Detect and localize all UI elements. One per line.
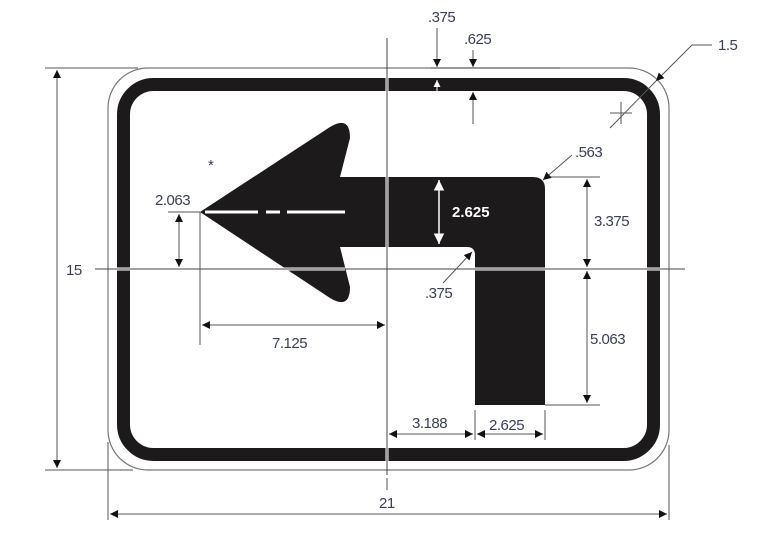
label-corner-radius: 1.5 bbox=[718, 37, 738, 54]
centerlines bbox=[95, 38, 685, 475]
left-turn-arrow-symbol bbox=[200, 122, 545, 405]
label-leg-offset: 3.188 bbox=[412, 415, 447, 432]
dimension-shaft-width: 2.625 bbox=[433, 180, 490, 244]
dimension-tip-to-center: 7.125 bbox=[202, 321, 385, 352]
dimension-height-15: 15 bbox=[53, 70, 82, 468]
label-lower-height: 5.063 bbox=[590, 331, 625, 348]
label-outer-bend-radius: .563 bbox=[575, 144, 602, 161]
dimension-corner-radius bbox=[609, 44, 712, 129]
label-shaft-width: 2.625 bbox=[452, 204, 490, 221]
label-inner-bend-radius: .375 bbox=[425, 285, 452, 302]
dimension-inner-bend-radius: .375 bbox=[425, 251, 473, 302]
dimension-width-21: 21 bbox=[110, 495, 667, 518]
label-border-width: .625 bbox=[464, 31, 491, 48]
label-tip-offset: 2.063 bbox=[155, 192, 190, 209]
dimension-leg-offset: 3.188 bbox=[389, 415, 473, 438]
label-width: 21 bbox=[379, 495, 395, 512]
dimension-lower-height: 5.063 bbox=[583, 271, 626, 403]
label-margin: .375 bbox=[428, 9, 455, 26]
label-leg-width: 2.625 bbox=[489, 417, 524, 434]
dimension-border bbox=[430, 28, 560, 124]
dimension-leg-width: 2.625 bbox=[477, 417, 543, 438]
label-upper-height: 3.375 bbox=[594, 213, 629, 230]
extension-lines bbox=[45, 67, 670, 520]
label-tip-to-center: 7.125 bbox=[272, 335, 307, 352]
label-height: 15 bbox=[66, 262, 82, 279]
dimension-upper-height: 3.375 bbox=[583, 179, 630, 267]
note-asterisk: * bbox=[208, 157, 214, 174]
dimension-outer-bend-radius: .563 bbox=[542, 144, 603, 181]
dimension-tip-offset: 2.063 bbox=[155, 192, 191, 267]
